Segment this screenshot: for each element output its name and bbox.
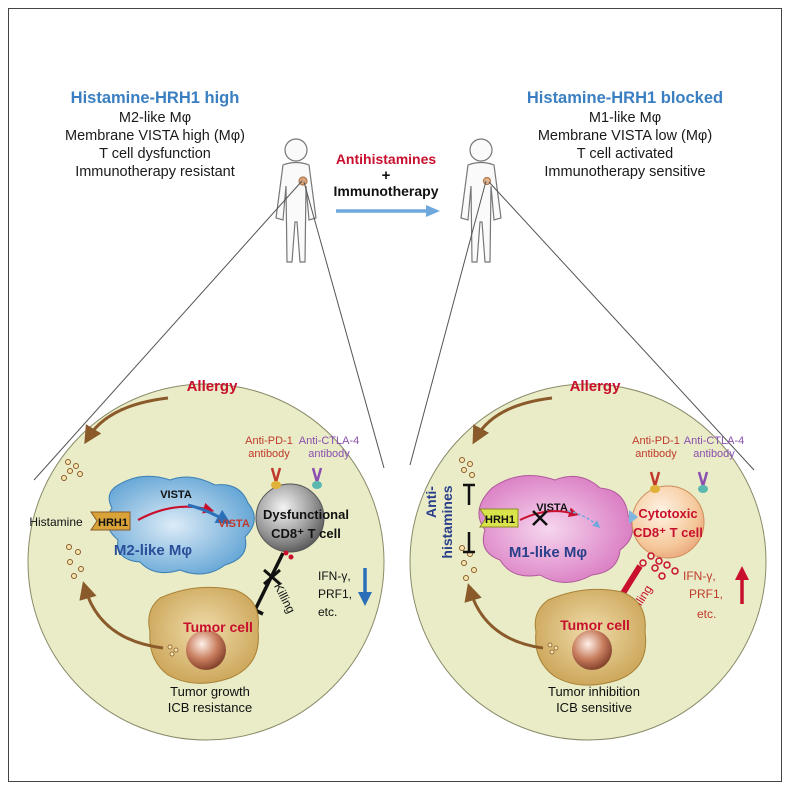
center-antihistamines: Antihistamines <box>336 151 437 167</box>
right-cytokine-2: PRF1, <box>689 587 723 601</box>
left-tumor-label: Tumor cell <box>183 619 253 635</box>
left-tcell-line-2: CD8⁺ T cell <box>271 526 341 541</box>
right-blue-arrow-icon <box>567 510 601 529</box>
right-antihistamines-line-1: Anti- <box>423 486 439 518</box>
right-anti-pd1-icon <box>649 471 661 493</box>
right-tcell-receptor-icon <box>629 510 638 524</box>
right-block-x-icon <box>532 510 548 526</box>
right-allergy-arrow-icon <box>472 396 553 445</box>
left-cytokine-2: PRF1, <box>318 587 352 601</box>
left-feedback-arrow-icon <box>79 581 164 650</box>
left-tumor-secretion-icon <box>167 644 179 657</box>
left-anti-pd1-line-2: antibody <box>248 448 290 460</box>
right-line-1: M1-like Mφ <box>589 110 661 126</box>
right-microenvironment: Allergy Anti- histamines M1-like Mφ HRH1… <box>409 378 767 741</box>
right-granules-icon <box>639 552 679 580</box>
right-feedback-arrow-icon <box>464 583 544 650</box>
m1-macrophage-icon <box>478 475 633 583</box>
right-anti-ctla4-line-2: antibody <box>693 448 735 460</box>
center-treatment: Antihistamines + Immunotherapy <box>333 151 440 217</box>
left-vista-top-label: VISTA <box>160 489 192 501</box>
right-cytokine-3: etc. <box>697 607 716 621</box>
right-tcell-line-1: Cytotoxic <box>638 506 697 521</box>
right-macrophage-label: M1-like Mφ <box>509 544 588 561</box>
left-hrh1-label: HRH1 <box>98 517 128 529</box>
right-histamine-dots-icon <box>459 457 477 581</box>
left-allergy-arrow-icon <box>84 396 169 445</box>
human-figure-left-icon <box>275 138 317 263</box>
center-immunotherapy: Immunotherapy <box>333 183 438 199</box>
right-red-arrow-icon <box>519 507 579 521</box>
center-arrow-icon <box>336 205 440 217</box>
right-anti-pd1-line-1: Anti-PD-1 <box>632 435 680 447</box>
right-tcell-line-2: CD8⁺ T cell <box>633 525 703 540</box>
left-anti-pd1-icon <box>270 467 282 489</box>
left-header: Histamine-HRH1 high M2-like Mφ Membrane … <box>65 89 245 180</box>
right-up-arrow-icon <box>735 566 749 604</box>
right-tumor-nucleus-icon <box>572 630 612 670</box>
left-macrophage-label: M2-like Mφ <box>114 542 193 559</box>
left-microenvironment: Allergy M2-like Mφ HRH1 Histamine VISTA … <box>27 378 385 741</box>
left-vista-side-label: VISTA <box>218 518 250 530</box>
left-histamine-label: Histamine <box>29 515 83 529</box>
right-hrh1-label: HRH1 <box>485 514 515 526</box>
human-figure-right-icon <box>460 138 502 263</box>
cytotoxic-tcell-icon <box>631 485 705 559</box>
right-block-symbols-icon <box>463 483 475 554</box>
left-histamine-dots-icon <box>61 459 84 579</box>
right-cytokine-1: IFN-γ, <box>683 569 716 583</box>
left-anti-ctla4-icon <box>311 467 323 489</box>
left-line-3: T cell dysfunction <box>99 146 211 162</box>
right-anti-ctla4-icon <box>697 471 709 493</box>
right-line-4: Immunotherapy sensitive <box>544 164 705 180</box>
right-anti-pd1-line-2: antibody <box>635 448 677 460</box>
left-anti-ctla4-line-2: antibody <box>308 448 350 460</box>
left-blue-arrow-icon <box>187 503 232 525</box>
left-anti-ctla4-line-1: Anti-CTLA-4 <box>299 435 360 447</box>
left-hrh1-receptor-icon <box>90 511 131 531</box>
dysfunctional-tcell-icon <box>255 483 325 553</box>
right-outcome-2: ICB sensitive <box>556 700 632 715</box>
zoom-lines <box>33 180 755 481</box>
left-down-arrow-icon <box>358 568 372 606</box>
left-tumor-nucleus-icon <box>186 630 226 670</box>
left-line-1: M2-like Mφ <box>119 110 191 126</box>
left-line-2: Membrane VISTA high (Mφ) <box>65 128 245 144</box>
right-line-3: T cell activated <box>577 146 673 162</box>
left-cytokine-1: IFN-γ, <box>318 569 351 583</box>
left-anti-pd1-line-1: Anti-PD-1 <box>245 435 293 447</box>
left-tcell-line-1: Dysfunctional <box>263 507 349 522</box>
left-killing-blocked-icon <box>246 550 294 616</box>
right-anti-ctla4-line-1: Anti-CTLA-4 <box>684 435 745 447</box>
right-title: Histamine-HRH1 blocked <box>527 89 723 107</box>
left-cytokine-3: etc. <box>318 605 337 619</box>
right-allergy-label: Allergy <box>570 378 622 395</box>
left-line-4: Immunotherapy resistant <box>75 164 235 180</box>
right-outcome-1: Tumor inhibition <box>548 684 640 699</box>
left-outcome-2: ICB resistance <box>168 700 253 715</box>
left-title: Histamine-HRH1 high <box>71 89 240 107</box>
right-hrh1-receptor-icon <box>479 508 519 528</box>
right-tumor-secretion-icon <box>547 642 559 655</box>
m2-macrophage-icon <box>106 475 255 575</box>
right-header: Histamine-HRH1 blocked M1-like Mφ Membra… <box>527 89 723 180</box>
left-outcome-1: Tumor growth <box>170 684 250 699</box>
left-allergy-label: Allergy <box>187 378 239 395</box>
right-antihistamines-line-2: histamines <box>439 485 455 558</box>
center-plus: + <box>382 167 391 184</box>
right-line-2: Membrane VISTA low (Mφ) <box>538 128 712 144</box>
right-tumor-label: Tumor cell <box>560 617 630 633</box>
